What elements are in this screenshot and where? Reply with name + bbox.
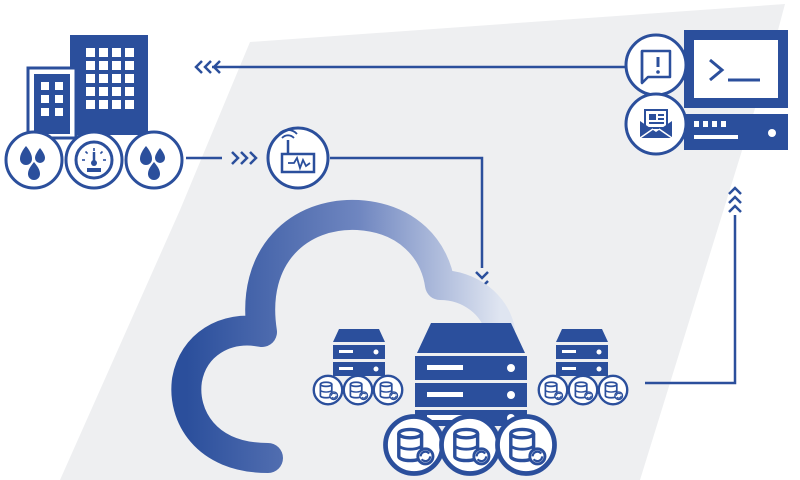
building-icon [26, 35, 148, 140]
database-sync-icon [537, 374, 569, 406]
server-rack-icon [415, 323, 527, 426]
server-rack-icon [333, 329, 385, 376]
cloud-icon [171, 199, 515, 473]
water-drop-icon [124, 130, 184, 190]
database-sync-icon [498, 417, 555, 474]
database-sync-icon [442, 417, 499, 474]
flow-connectors [186, 65, 737, 385]
server-rack-icon [556, 329, 608, 376]
database-sync-icon [386, 417, 443, 474]
water-drop-icon [4, 130, 64, 190]
gauge-icon [64, 130, 124, 190]
chevrons-right-icon [231, 151, 258, 165]
chevrons-up-icon [728, 186, 742, 213]
database-sync-icon [372, 374, 404, 406]
chevrons-left-icon [194, 60, 221, 74]
database-sync-icon [312, 374, 344, 406]
alert-flag-icon [624, 33, 688, 97]
connector-cloud-to-workstation [645, 215, 737, 385]
database-sync-icon [342, 374, 374, 406]
database-sync-icon [567, 374, 599, 406]
connector-gateway-to-cloud [330, 156, 484, 268]
wireless-gateway-icon [266, 126, 330, 190]
email-icon [624, 92, 688, 156]
database-sync-icon [597, 374, 629, 406]
terminal-computer-icon [684, 30, 788, 150]
